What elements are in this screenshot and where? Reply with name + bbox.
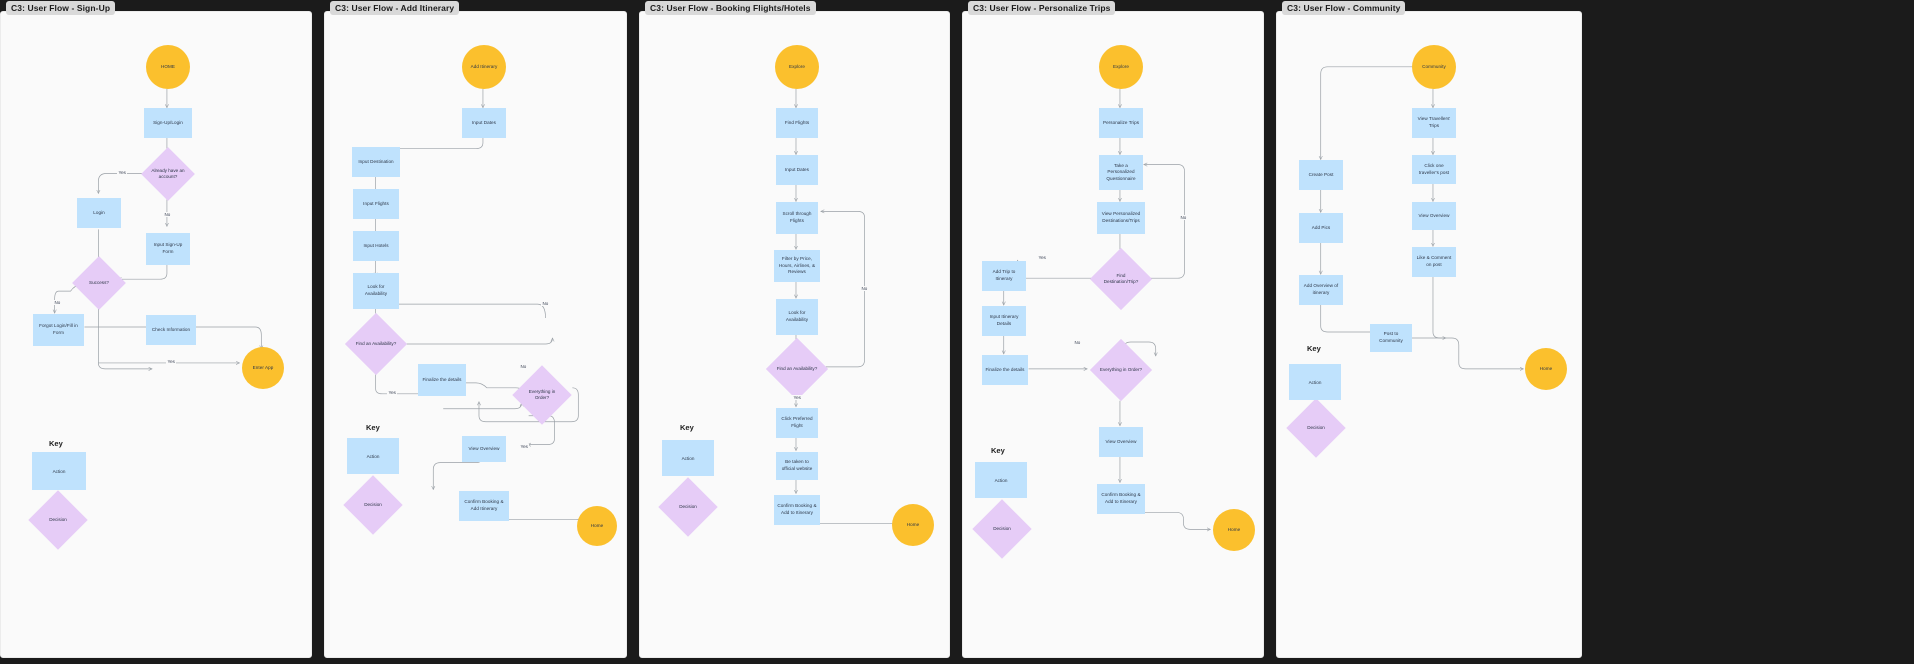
node-add-overview[interactable]: Add Overview of itinerary xyxy=(1299,275,1343,305)
node-input-flights[interactable]: Input Flights xyxy=(353,189,399,219)
node-view-overview[interactable]: View Overview xyxy=(1412,202,1456,230)
node-like-comment[interactable]: Like & Comment on post xyxy=(1412,247,1456,277)
key-decision-swatch: Decision xyxy=(972,499,1032,559)
node-finalize-the-details[interactable]: Finalize the details xyxy=(982,355,1028,385)
edge-label-no-2: No xyxy=(519,364,528,369)
node-explore[interactable]: Explore xyxy=(775,45,819,89)
node-look-for-availability[interactable]: Look for Availability xyxy=(353,273,399,309)
edge-label-yes: Yes xyxy=(792,395,803,400)
node-home-end[interactable]: Home xyxy=(892,504,934,546)
node-explore[interactable]: Explore xyxy=(1099,45,1143,89)
node-create-post[interactable]: Create Post xyxy=(1299,160,1343,190)
node-view-overview[interactable]: View Overview xyxy=(462,436,506,462)
node-add-itinerary[interactable]: Add Itinerary xyxy=(462,45,506,89)
node-enter-app[interactable]: Enter App xyxy=(242,347,284,389)
key-decision-swatch: Decision xyxy=(343,475,403,535)
node-finalize-the-details[interactable]: Finalize the details xyxy=(418,364,466,396)
frame-add-itinerary[interactable]: C3: User Flow - Add Itinerary xyxy=(324,0,627,664)
frame-canvas-booking[interactable]: Explore Find Flights Input Dates Scroll … xyxy=(639,11,950,658)
key-action-swatch: Action xyxy=(347,438,399,474)
node-input-itinerary-details[interactable]: Input Itinerary Details xyxy=(982,306,1026,336)
node-login[interactable]: Login xyxy=(77,198,121,228)
frame-canvas-personalize[interactable]: Explore Personalize Trips Take a Persona… xyxy=(962,11,1264,658)
edge-label-no: No xyxy=(163,212,172,217)
node-view-travellers-trips[interactable]: View Travellers' Trips xyxy=(1412,108,1456,138)
edge-label-yes: Yes xyxy=(1037,255,1048,260)
node-input-dates[interactable]: Input Dates xyxy=(462,108,506,138)
node-everything-in-order[interactable]: Everything in Order? xyxy=(512,365,572,425)
key-action-swatch: Action xyxy=(32,452,86,490)
key-title: Key xyxy=(1307,344,1321,353)
edge-label-yes: Yes xyxy=(387,390,398,395)
edge-label-no: No xyxy=(541,301,550,306)
node-filter[interactable]: Filter by Price, Hours, Airlines, & Revi… xyxy=(774,250,820,282)
edge-label-no: No xyxy=(860,286,869,291)
node-already-have-account[interactable]: Already have an account? xyxy=(141,147,195,201)
node-home-end[interactable]: Home xyxy=(1213,509,1255,551)
node-confirm-booking[interactable]: Confirm Booking & Add Itinerary xyxy=(459,491,509,521)
frame-community[interactable]: C3: User Flow - Community xyxy=(1276,0,1582,664)
node-everything-in-order[interactable]: Everything in Order? xyxy=(1089,338,1153,402)
frame-signup[interactable]: C3: User Flow - Sign-Up xyxy=(0,0,312,664)
node-community[interactable]: Community xyxy=(1412,45,1456,89)
node-click-post[interactable]: Click one traveller's post xyxy=(1412,155,1456,184)
node-personalize-trips[interactable]: Personalize Trips xyxy=(1099,108,1143,138)
edge-label-yes-2: Yes xyxy=(519,444,530,449)
frame-canvas-signup[interactable]: HOME Sign-Up/Login Already have an accou… xyxy=(0,11,312,658)
node-forgot-login[interactable]: Forgot Login/Fill in Form xyxy=(33,314,84,346)
key-title: Key xyxy=(49,439,63,448)
key-decision-swatch: Decision xyxy=(658,477,718,537)
node-home-end[interactable]: Home xyxy=(1525,348,1567,390)
node-find-flights[interactable]: Find Flights xyxy=(776,108,818,138)
node-input-destination[interactable]: Input Destination xyxy=(352,147,400,177)
node-check-information[interactable]: Check Information xyxy=(146,315,196,345)
edges-community xyxy=(1277,66,1581,657)
node-input-dates[interactable]: Input Dates xyxy=(776,155,818,185)
node-confirm-booking[interactable]: Confirm Booking & Add to Itinerary xyxy=(774,495,820,525)
node-find-destination-trip[interactable]: Find Destination/Trip? xyxy=(1089,247,1153,311)
frame-booking[interactable]: C3: User Flow - Booking Flights/Hotels xyxy=(639,0,950,664)
key-decision-swatch: Decision xyxy=(28,490,88,550)
frame-title-community[interactable]: C3: User Flow - Community xyxy=(1282,1,1406,15)
key-action-swatch: Action xyxy=(975,462,1027,498)
node-home[interactable]: HOME xyxy=(146,45,190,89)
node-input-hotels[interactable]: Input Hotels xyxy=(353,231,399,261)
edge-label-yes-2: Yes xyxy=(166,359,177,364)
node-add-trip-to-itinerary[interactable]: Add Trip to Itinerary xyxy=(982,261,1026,291)
frame-title-personalize[interactable]: C3: User Flow - Personalize Trips xyxy=(968,1,1116,15)
node-success[interactable]: Success? xyxy=(72,256,126,310)
node-confirm-booking[interactable]: Confirm Booking & Add to Itinerary xyxy=(1097,484,1145,514)
key-action-swatch: Action xyxy=(1289,364,1341,400)
key-title: Key xyxy=(680,423,694,432)
node-add-pics[interactable]: Add Pics xyxy=(1299,213,1343,243)
key-action-swatch: Action xyxy=(662,440,714,476)
key-title: Key xyxy=(991,446,1005,455)
node-view-personalized[interactable]: View Personalized Destinations/Trips xyxy=(1097,202,1145,234)
edge-label-no: No xyxy=(1179,215,1188,220)
frame-personalize[interactable]: C3: User Flow - Personalize Trips xyxy=(962,0,1264,664)
node-view-overview[interactable]: View Overview xyxy=(1099,427,1143,457)
node-find-an-availability[interactable]: Find an Availability? xyxy=(344,312,408,376)
node-click-preferred-flight[interactable]: Click Preferred Flight xyxy=(776,408,818,438)
frame-title-booking[interactable]: C3: User Flow - Booking Flights/Hotels xyxy=(645,1,816,15)
node-official-website[interactable]: Be taken to official website xyxy=(776,452,818,480)
edge-label-no-2: No xyxy=(1073,340,1082,345)
frame-title-add-itinerary[interactable]: C3: User Flow - Add Itinerary xyxy=(330,1,460,15)
node-find-an-availability[interactable]: Find an Availability? xyxy=(765,337,829,401)
frame-canvas-add-itinerary[interactable]: Add Itinerary Input Dates Input Destinat… xyxy=(324,11,627,658)
node-questionnaire[interactable]: Take a Personalized Questionnaire xyxy=(1099,155,1143,190)
node-look-for-availability[interactable]: Look for Availability xyxy=(776,299,818,335)
key-decision-swatch: Decision xyxy=(1286,398,1346,458)
frame-title-signup[interactable]: C3: User Flow - Sign-Up xyxy=(6,1,116,15)
key-title: Key xyxy=(366,423,380,432)
edge-label-yes: Yes xyxy=(117,170,128,175)
frame-canvas-community[interactable]: Community View Travellers' Trips Click o… xyxy=(1276,11,1582,658)
node-post-to-community[interactable]: Post to Community xyxy=(1370,324,1412,352)
node-scroll-through-flights[interactable]: Scroll through Flights xyxy=(776,202,818,234)
edge-label-no-2: No xyxy=(53,300,62,305)
node-input-signup-form[interactable]: Input Sign-Up Form xyxy=(146,233,190,265)
node-signup-login[interactable]: Sign-Up/Login xyxy=(144,108,192,138)
node-home-end[interactable]: Home xyxy=(577,506,617,546)
